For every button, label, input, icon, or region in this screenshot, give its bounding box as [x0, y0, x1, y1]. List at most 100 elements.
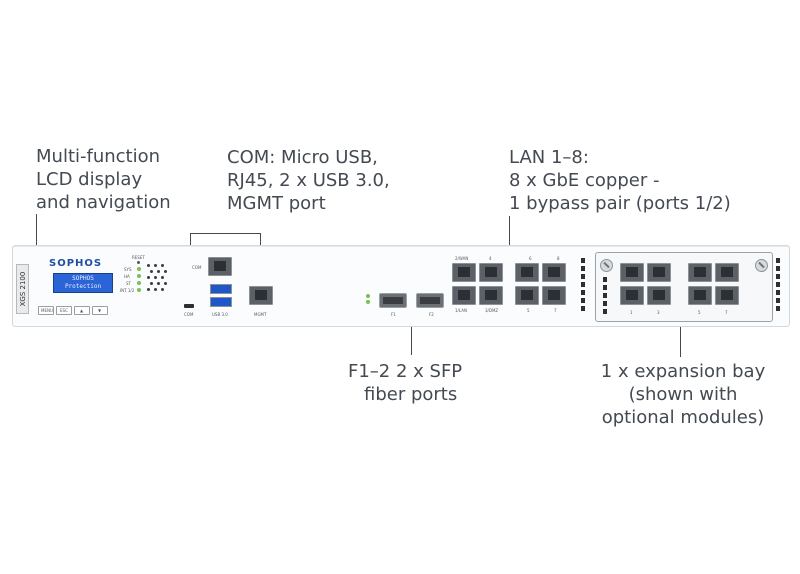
appliance-front-panel: XGS 2100 SOPHOS SOPHOS Protection MENU E…: [12, 245, 790, 327]
lan-port-3[interactable]: [479, 286, 503, 305]
bay-rail-left: [603, 277, 607, 317]
esc-button[interactable]: ESC: [56, 306, 72, 315]
lcd-line-2: Protection: [64, 283, 102, 290]
com-rj45-label: COM: [192, 265, 202, 270]
vent-dot: [150, 282, 153, 285]
lan-label-top: 4: [489, 256, 492, 261]
sfp-port-f2[interactable]: [416, 293, 444, 308]
sfp-f2-label: F2: [429, 312, 434, 317]
vent-dot: [154, 276, 157, 279]
vent-dot: [147, 276, 150, 279]
bay-port-5[interactable]: [688, 286, 712, 305]
callout-line: and navigation: [36, 192, 171, 213]
callout-expansion-bay: 1 x expansion bay (shown with optional m…: [588, 360, 778, 429]
lan-label-bottom: 7: [554, 308, 557, 313]
com-rj45-port[interactable]: [208, 257, 232, 276]
bay-port-3[interactable]: [647, 286, 671, 305]
callout-line: 1 bypass pair (ports 1/2): [509, 193, 731, 214]
button-label: ▼: [98, 308, 102, 313]
vent-dot: [161, 276, 164, 279]
down-button[interactable]: ▼: [92, 306, 108, 315]
lan-port-1[interactable]: [452, 286, 476, 305]
callout-line: fiber ports: [364, 384, 458, 405]
lan-port-6[interactable]: [515, 263, 539, 282]
lan-port-2[interactable]: [452, 263, 476, 282]
led-st: [137, 281, 141, 285]
vent-dot: [161, 264, 164, 267]
led-ha: [137, 274, 141, 278]
vent-dot: [164, 270, 167, 273]
mgmt-label: MGMT: [254, 312, 267, 317]
bay-label-bottom: 1: [630, 310, 633, 315]
vent-dot: [157, 270, 160, 273]
lan-port-block: 2/WAN 4 6 8 1/LAN 3/DMZ 5 7: [449, 256, 579, 316]
bay-screw-right[interactable]: [755, 259, 768, 272]
callout-line: LAN 1–8:: [509, 147, 589, 168]
brand-logo: SOPHOS: [49, 258, 103, 269]
leader-com-hbar: [190, 233, 261, 234]
callout-line: MGMT port: [227, 193, 326, 214]
model-label: XGS 2100: [16, 264, 29, 314]
callout-com-ports: COM: Micro USB, RJ45, 2 x USB 3.0, MGMT …: [227, 146, 390, 215]
menu-button[interactable]: MENU: [38, 306, 54, 315]
sfp-port-f1[interactable]: [379, 293, 407, 308]
lan-port-4[interactable]: [479, 263, 503, 282]
rail-right: [776, 258, 780, 314]
up-button[interactable]: ▲: [74, 306, 90, 315]
callout-lcd-display: Multi-function LCD display and navigatio…: [36, 145, 171, 214]
lan-label-top: 2/WAN: [455, 256, 469, 261]
usb-label: USB 3.0: [212, 312, 228, 317]
sfp-led: [366, 294, 370, 298]
lan-label-bottom: 5: [527, 308, 530, 313]
lan-label-bottom: 1/LAN: [455, 308, 467, 313]
model-text: XGS 2100: [19, 271, 27, 307]
led-label-st: ST: [126, 281, 131, 286]
led-label-sys: SYS: [124, 267, 132, 272]
lan-port-7[interactable]: [542, 286, 566, 305]
vent-dot: [154, 288, 157, 291]
button-label: MENU: [41, 308, 53, 313]
sfp-f1-label: F1: [391, 312, 396, 317]
mgmt-port[interactable]: [249, 286, 273, 305]
micro-usb-port[interactable]: [184, 304, 194, 308]
bay-port-4[interactable]: [647, 263, 671, 282]
leader-lan: [509, 216, 510, 254]
led-int: [137, 288, 141, 292]
bay-screw-left[interactable]: [600, 259, 613, 272]
vent-dot: [147, 264, 150, 267]
callout-line: Multi-function: [36, 146, 161, 167]
bay-port-2[interactable]: [620, 263, 644, 282]
reset-label: RESET: [132, 255, 145, 260]
callout-line: optional modules): [601, 407, 765, 428]
usb-port-bottom[interactable]: [210, 297, 232, 307]
sfp-led: [366, 300, 370, 304]
leader-bay: [680, 323, 681, 357]
led-label-ha: HA: [124, 274, 130, 279]
led-label-int: INT 1/2: [120, 288, 135, 293]
button-label: ▲: [80, 308, 84, 313]
vent-dot: [147, 288, 150, 291]
callout-sfp-ports: F1–2 2 x SFP fiber ports: [348, 360, 462, 406]
reset-pinhole[interactable]: [137, 261, 140, 264]
callout-line: F1–2 2 x SFP: [348, 361, 463, 382]
lcd-display: SOPHOS Protection: [53, 273, 113, 293]
vent-dot: [150, 270, 153, 273]
callout-lan-ports: LAN 1–8: 8 x GbE copper - 1 bypass pair …: [509, 146, 731, 215]
bay-port-8[interactable]: [715, 263, 739, 282]
vent-dot: [164, 282, 167, 285]
vent-dot: [161, 288, 164, 291]
bay-port-7[interactable]: [715, 286, 739, 305]
callout-line: COM: Micro USB,: [227, 147, 378, 168]
leader-sfp: [411, 313, 412, 355]
usb-port-top[interactable]: [210, 284, 232, 294]
callout-line: 8 x GbE copper -: [509, 170, 660, 191]
leader-lcd: [36, 214, 37, 269]
button-label: ESC: [60, 308, 68, 313]
bay-label-bottom: 7: [725, 310, 728, 315]
bay-label-bottom: 5: [698, 310, 701, 315]
lan-port-5[interactable]: [515, 286, 539, 305]
vent-dot: [157, 282, 160, 285]
lan-port-8[interactable]: [542, 263, 566, 282]
bay-port-6[interactable]: [688, 263, 712, 282]
bay-port-1[interactable]: [620, 286, 644, 305]
